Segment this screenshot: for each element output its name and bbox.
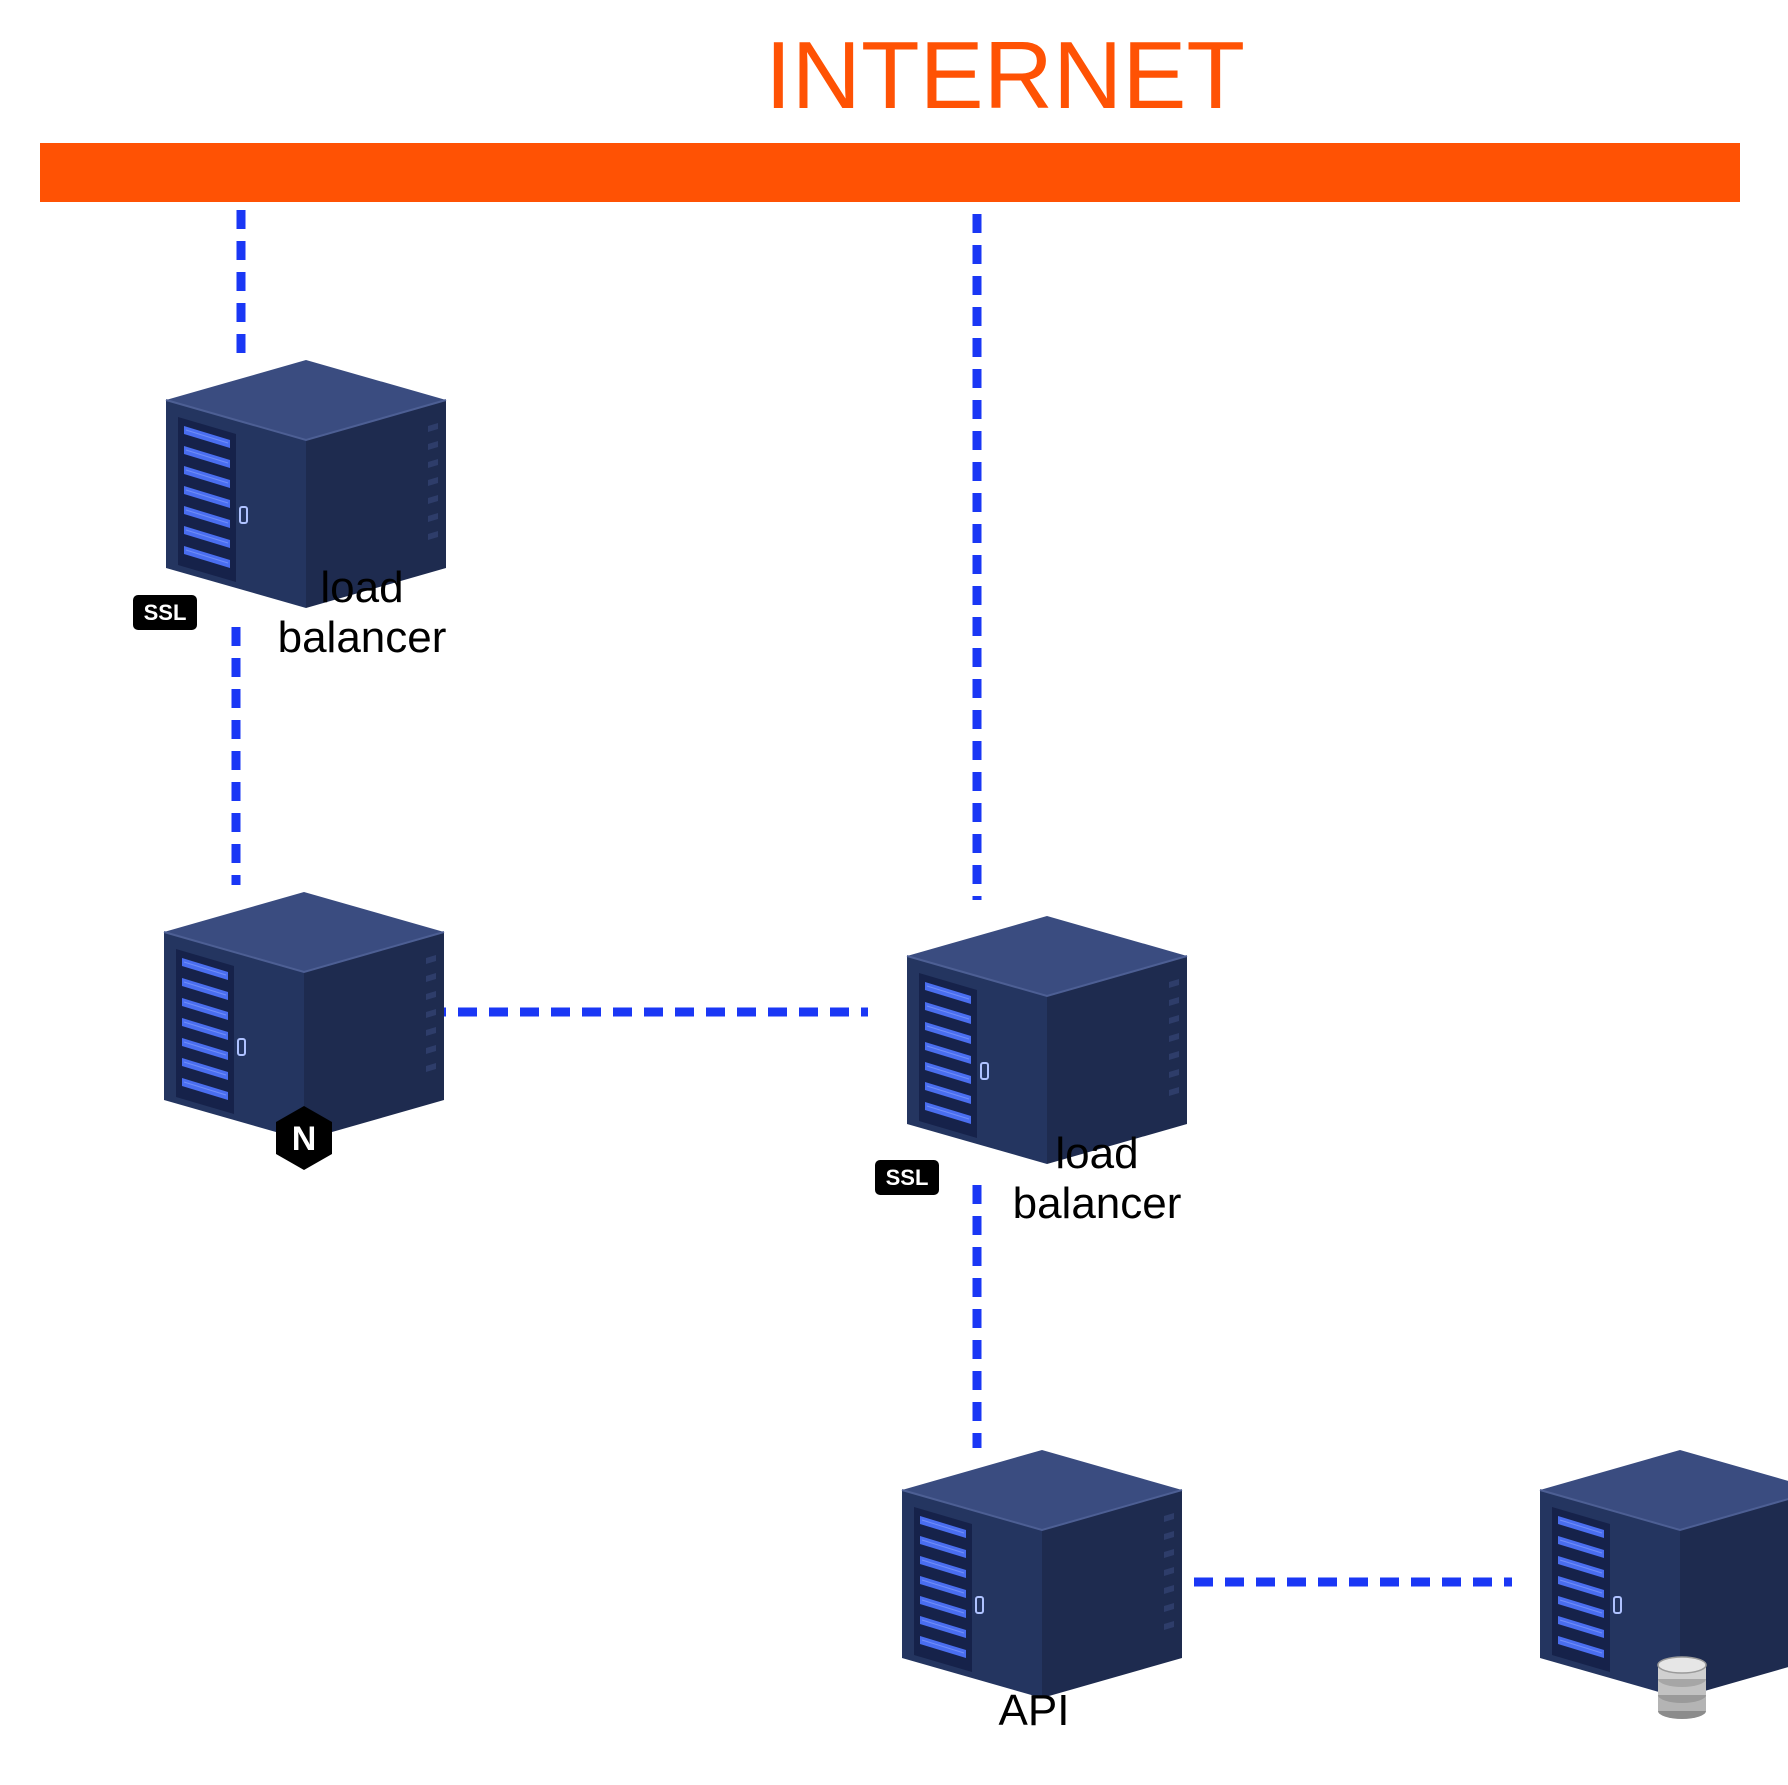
- server-rack-icon: [165, 359, 447, 609]
- nginx-logo-icon: N: [276, 1106, 332, 1170]
- internet-title: INTERNET: [765, 22, 1245, 129]
- load-balancer-label-line2: balancer: [278, 613, 447, 662]
- server-rack-icon: [163, 891, 445, 1141]
- server-rack-icon: [906, 915, 1188, 1165]
- internet-bar: [40, 143, 1740, 202]
- nginx-server[interactable]: N: [163, 891, 445, 1170]
- server-rack-icon: [901, 1449, 1183, 1699]
- load-balancer-label-line2: balancer: [1013, 1179, 1182, 1228]
- svg-text:SSL: SSL: [886, 1165, 929, 1190]
- svg-text:SSL: SSL: [144, 600, 187, 625]
- api-server[interactable]: API: [901, 1449, 1183, 1735]
- load-balancer-1[interactable]: SSL load balancer: [133, 359, 447, 662]
- load-balancer-2[interactable]: SSL load balancer: [875, 915, 1188, 1228]
- api-label: API: [999, 1686, 1070, 1735]
- database-icon: [1657, 1656, 1707, 1719]
- load-balancer-label-line1: load: [320, 563, 403, 612]
- svg-text:N: N: [292, 1120, 317, 1158]
- ssl-badge: SSL: [133, 595, 197, 630]
- ssl-badge: SSL: [875, 1160, 939, 1195]
- load-balancer-label-line1: load: [1055, 1129, 1138, 1178]
- database-server[interactable]: [1539, 1449, 1788, 1719]
